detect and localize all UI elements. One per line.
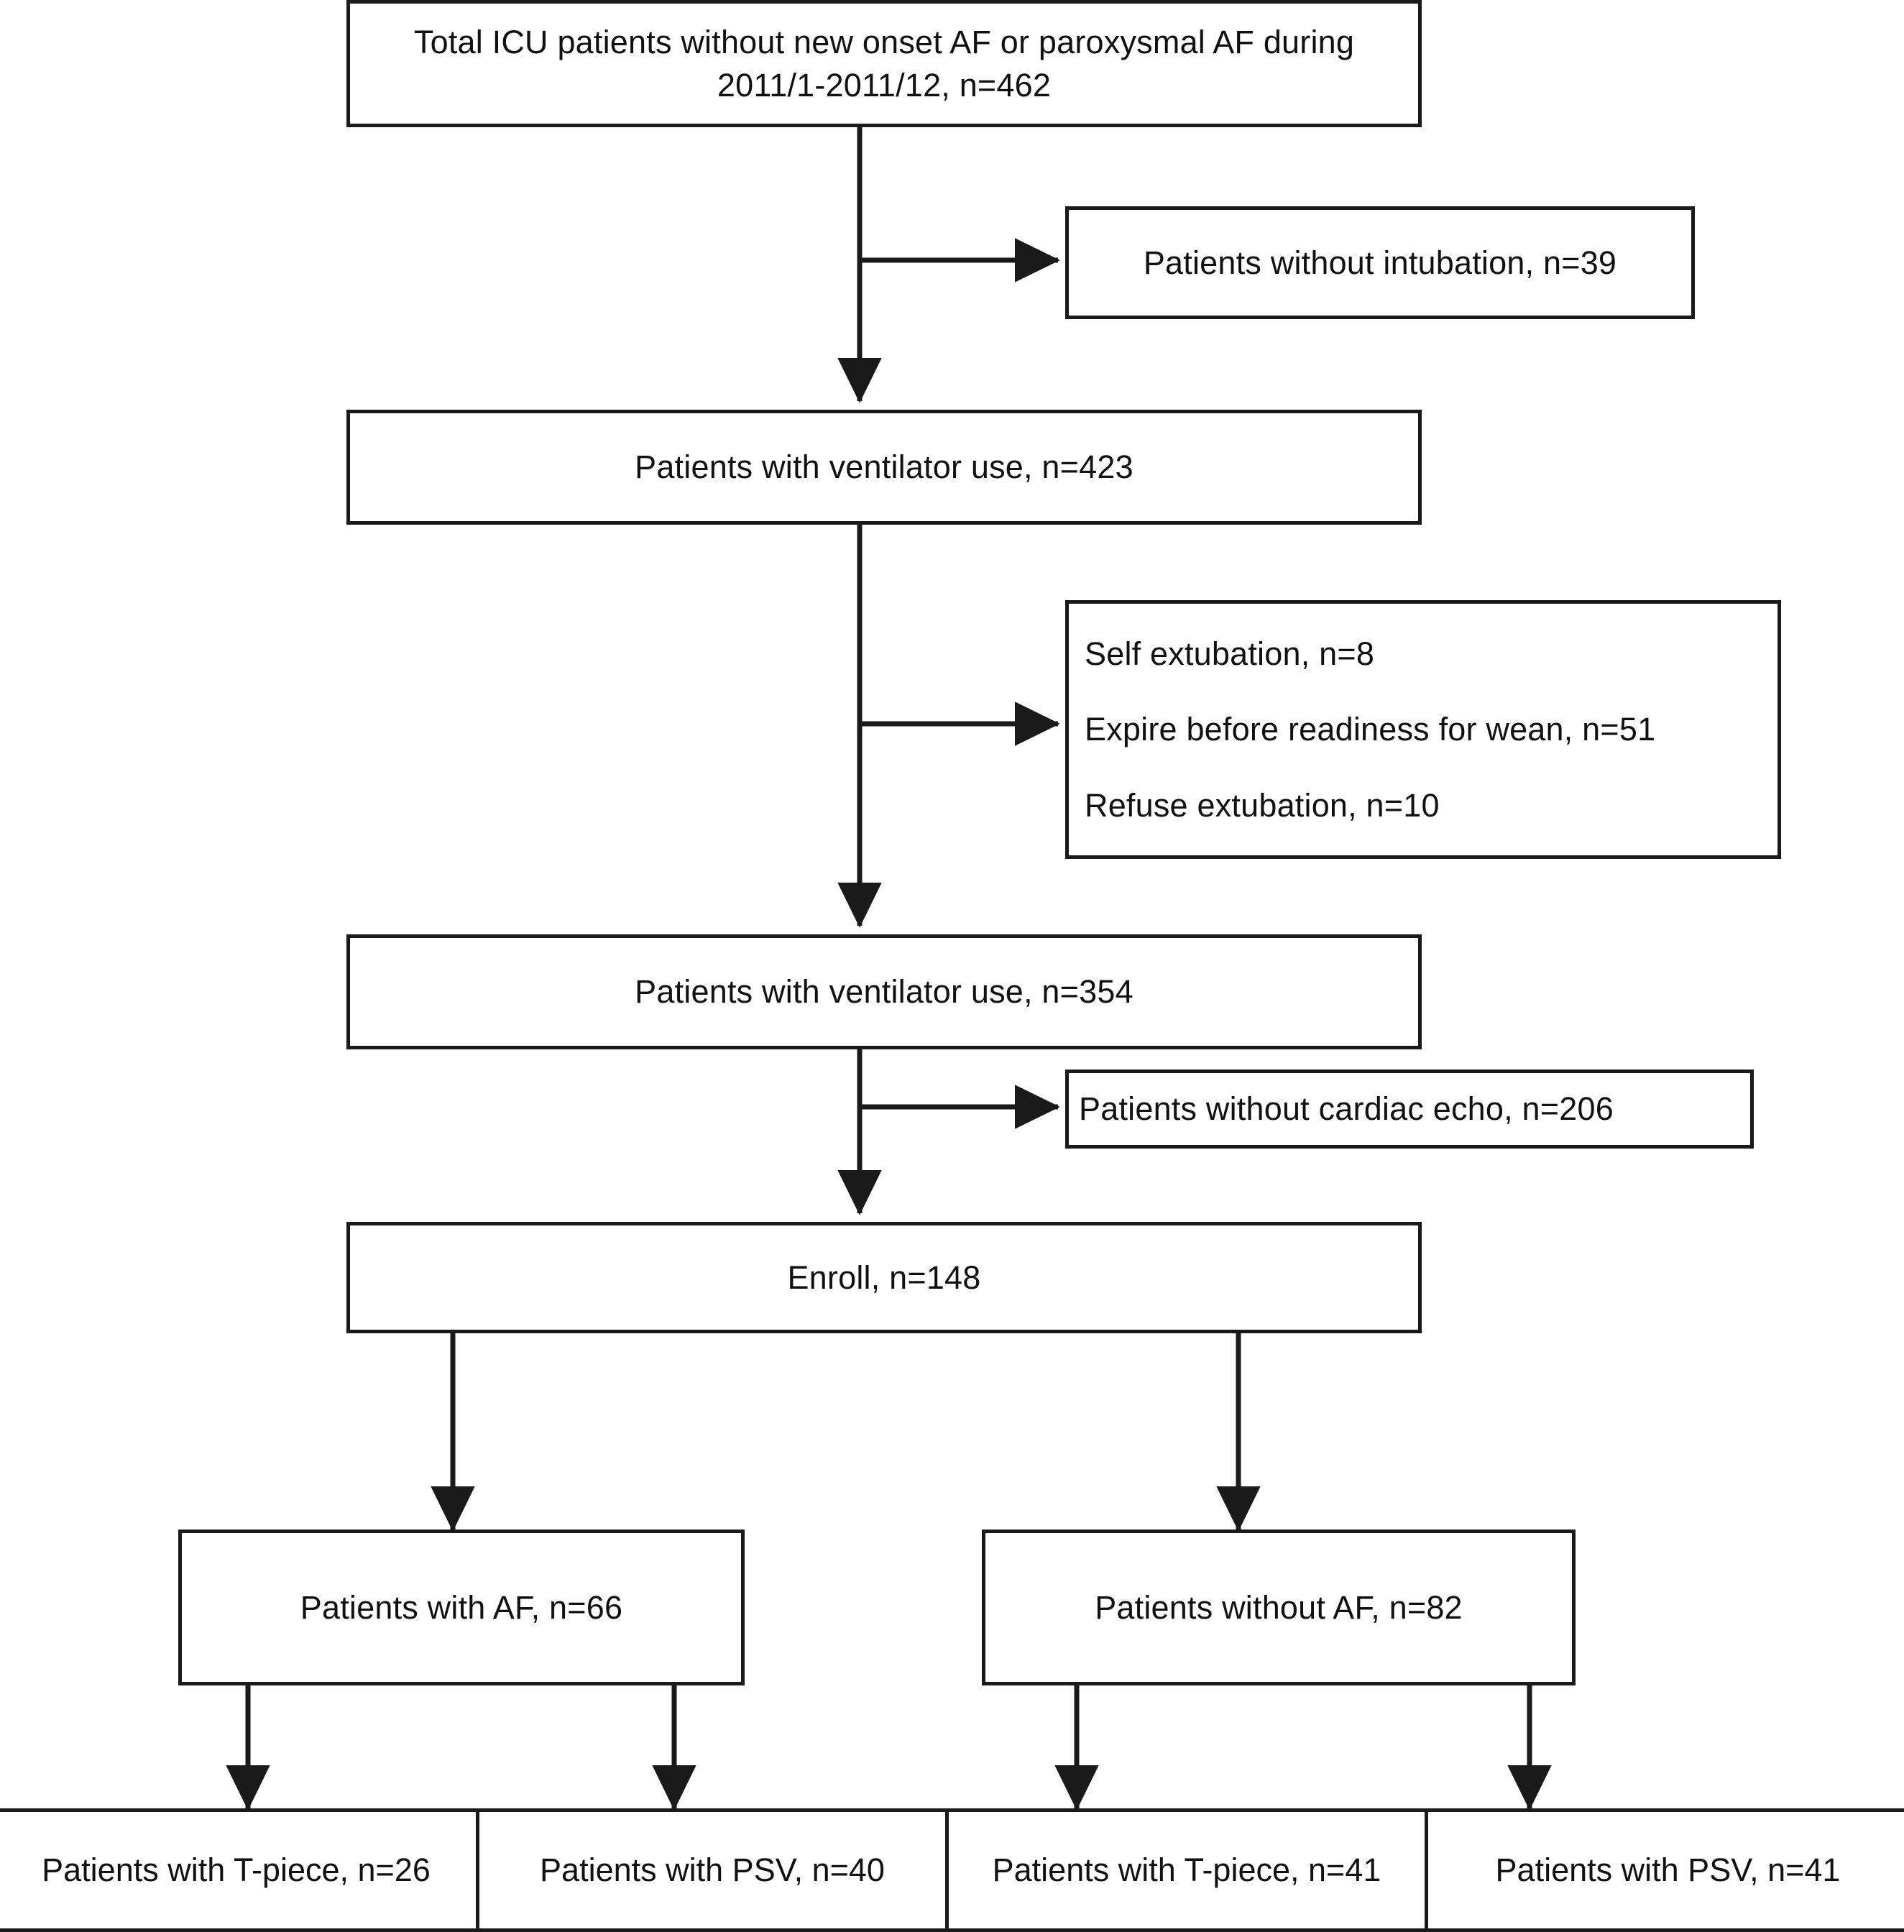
- node-without-intubation-label: Patients without intubation, n=39: [1143, 244, 1617, 281]
- node-without-cardiac-echo-label: Patients without cardiac echo, n=206: [1079, 1090, 1614, 1128]
- exclusion-self-extubation: Self extubation, n=8: [1085, 635, 1375, 672]
- node-weaning-exclusions[interactable]: Self extubation, n=8 Expire before readi…: [1065, 600, 1781, 859]
- node-ventilator-354-label: Patients with ventilator use, n=354: [635, 973, 1133, 1011]
- node-without-af-label: Patients without AF, n=82: [1095, 1588, 1463, 1626]
- node-af-tpiece-label: Patients with T-piece, n=26: [42, 1852, 431, 1888]
- node-enroll[interactable]: Enroll, n=148: [346, 1222, 1422, 1333]
- exclusion-list: Self extubation, n=8 Expire before readi…: [1085, 632, 1767, 827]
- weaning-method-row: Patients with T-piece, n=26 Patients wit…: [0, 1808, 1904, 1932]
- node-total-icu-line2: 2011/1-2011/12, n=462: [717, 66, 1052, 104]
- node-af-psv[interactable]: Patients with PSV, n=40: [479, 1812, 949, 1928]
- node-noaf-tpiece[interactable]: Patients with T-piece, n=41: [949, 1812, 1428, 1928]
- node-with-af-label: Patients with AF, n=66: [300, 1588, 623, 1626]
- node-patients-without-af[interactable]: Patients without AF, n=82: [982, 1530, 1576, 1685]
- node-total-icu-patients[interactable]: Total ICU patients without new onset AF …: [346, 0, 1422, 127]
- node-af-tpiece[interactable]: Patients with T-piece, n=26: [0, 1812, 479, 1928]
- exclusion-expire-before-readiness: Expire before readiness for wean, n=51: [1085, 711, 1656, 748]
- node-ventilator-use-354[interactable]: Patients with ventilator use, n=354: [346, 934, 1422, 1049]
- node-enroll-label: Enroll, n=148: [787, 1259, 981, 1296]
- node-noaf-tpiece-label: Patients with T-piece, n=41: [992, 1852, 1381, 1888]
- node-patients-without-intubation[interactable]: Patients without intubation, n=39: [1065, 206, 1695, 319]
- node-noaf-psv[interactable]: Patients with PSV, n=41: [1428, 1812, 1904, 1928]
- node-total-icu-line1: Total ICU patients without new onset AF …: [413, 24, 1355, 61]
- node-noaf-psv-label: Patients with PSV, n=41: [1495, 1852, 1841, 1888]
- node-ventilator-423-label: Patients with ventilator use, n=423: [635, 448, 1133, 486]
- node-af-psv-label: Patients with PSV, n=40: [540, 1852, 885, 1888]
- node-patients-without-cardiac-echo[interactable]: Patients without cardiac echo, n=206: [1065, 1070, 1754, 1149]
- node-patients-with-af[interactable]: Patients with AF, n=66: [178, 1530, 745, 1685]
- exclusion-refuse-extubation: Refuse extubation, n=10: [1085, 786, 1440, 824]
- node-ventilator-use-423[interactable]: Patients with ventilator use, n=423: [346, 410, 1422, 525]
